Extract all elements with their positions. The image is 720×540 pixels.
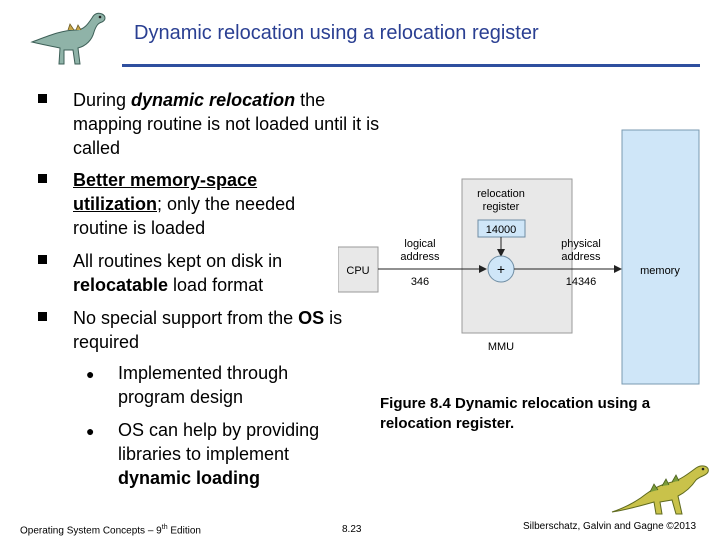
subbullet-text: Implemented through program design <box>118 363 289 407</box>
footer-book-title: Operating System Concepts – 9th Edition <box>20 524 201 536</box>
bullet-marker <box>38 174 47 183</box>
bullet-dynamic-relocation: During dynamic relocation the mapping ro… <box>38 88 383 160</box>
bullet-os-support: No special support from the OS is requir… <box>38 306 383 354</box>
relocation-value: 14000 <box>486 224 517 236</box>
footer-title-suffix: Edition <box>167 525 201 537</box>
bullet-relocatable-format: All routines kept on disk in relocatable… <box>38 249 335 297</box>
dinosaur-logo-bottom <box>611 465 709 515</box>
bullet-memory-utilization: Better memory-space utilization; only th… <box>38 168 335 240</box>
bullet-marker <box>38 312 47 321</box>
bullet-text: During <box>73 90 132 110</box>
title-rule <box>122 64 700 67</box>
bullet-text: load format <box>168 275 264 295</box>
bullet-text: No special support from the <box>73 308 299 328</box>
relocation-diagram: memory MMU relocation register 14000 + C… <box>338 129 700 385</box>
memory-box <box>621 129 700 385</box>
bullet-marker <box>38 255 47 264</box>
mmu-label: MMU <box>488 341 514 353</box>
cpu-label: CPU <box>346 265 369 277</box>
mmu-box <box>461 178 573 334</box>
subbullet-text: OS can help by providing libraries to im… <box>118 420 320 464</box>
bullet-bold: relocatable <box>73 275 169 295</box>
bullet-bold: Better memory-space utilization <box>73 170 258 214</box>
slide-title: Dynamic relocation using a relocation re… <box>134 22 539 44</box>
bullet-bold: OS <box>298 308 325 328</box>
subbullet-program-design: ● Implemented through program design <box>86 361 328 409</box>
relocation-label-2: register <box>483 201 520 213</box>
footer-title-sup: th <box>161 524 168 531</box>
bullet-marker <box>38 94 47 103</box>
physical-value: 14346 <box>566 276 597 288</box>
dinosaur-logo-top <box>30 12 106 65</box>
relocation-label-1: relocation <box>477 188 525 200</box>
physical-label-1: physical <box>561 238 601 250</box>
cpu-box <box>338 246 379 293</box>
bullet-emphasis: dynamic relocation <box>131 90 296 110</box>
subbullet-libraries: ● OS can help by providing libraries to … <box>86 418 358 490</box>
logical-label-2: address <box>400 251 440 263</box>
subbullet-bold: dynamic loading <box>118 468 261 488</box>
logical-value: 346 <box>411 276 429 288</box>
memory-label: memory <box>640 265 680 277</box>
footer-page-number: 8.23 <box>342 524 362 535</box>
bullet-text: ; only the needed routine is loaded <box>73 194 296 238</box>
subbullet-marker: ● <box>86 423 95 439</box>
logical-label-1: logical <box>404 238 435 250</box>
bullet-text: is required <box>73 308 343 352</box>
bullet-text: the mapping routine is not loaded until … <box>73 90 380 158</box>
physical-label-2: address <box>561 251 601 263</box>
figure-caption: Figure 8.4 Dynamic relocation using a re… <box>380 395 651 432</box>
subbullet-marker: ● <box>86 366 95 382</box>
footer-authors: Silberschatz, Galvin and Gagne ©2013 <box>523 521 697 532</box>
bullet-text: All routines kept on disk in <box>73 251 283 271</box>
footer-title-prefix: Operating System Concepts – 9 <box>20 525 162 537</box>
adder-plus: + <box>497 261 505 277</box>
